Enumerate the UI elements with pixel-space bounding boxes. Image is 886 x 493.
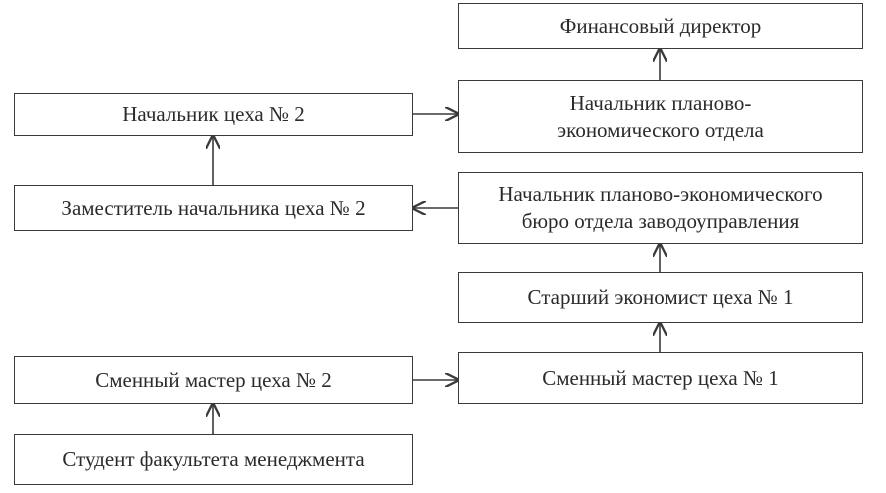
node-label: Заместитель начальника цеха № 2 [61, 195, 366, 220]
node-label: Начальник планово-экономического [498, 182, 823, 206]
node-senior-economist: Старший экономист цеха № 1 [458, 272, 863, 323]
node-label: Старший экономист цеха № 1 [527, 285, 794, 309]
node-label: Начальник планово- [569, 90, 752, 115]
node-shop2-head: Начальник цеха № 2 [14, 93, 413, 136]
node-label: Сменный мастер цеха № 1 [542, 365, 779, 390]
node-shop2-deputy: Заместитель начальника цеха № 2 [14, 185, 413, 231]
node-cfo: Финансовый директор [458, 3, 863, 49]
node-shift-master-2: Сменный мастер цеха № 2 [14, 356, 413, 404]
node-label: Студент факультета менеджмента [62, 447, 365, 471]
node-label: Начальник цеха № 2 [122, 102, 305, 126]
node-planning-head: Начальник планово- экономического отдела [458, 80, 863, 153]
node-bureau-head: Начальник планово-экономического бюро от… [458, 172, 863, 244]
node-label: бюро отдела заводоуправления [521, 209, 800, 233]
node-shift-master-1: Сменный мастер цеха № 1 [458, 352, 863, 404]
node-student: Студент факультета менеджмента [14, 434, 413, 485]
node-label: экономического отдела [557, 117, 764, 142]
node-label: Сменный мастер цеха № 2 [95, 367, 332, 392]
node-label: Финансовый директор [559, 13, 762, 38]
